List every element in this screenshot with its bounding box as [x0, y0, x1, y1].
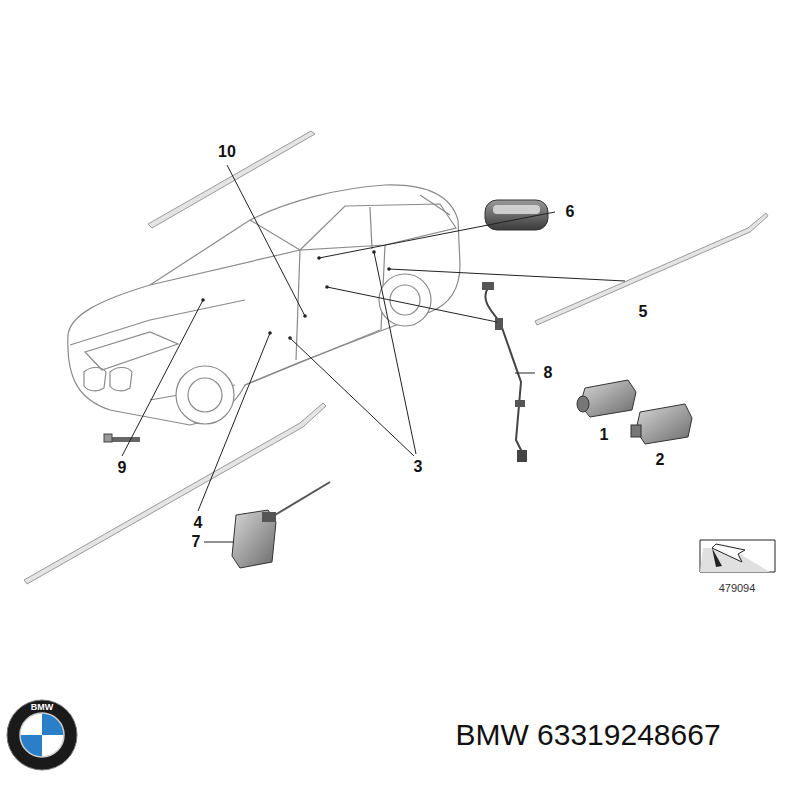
callout-number: 8: [544, 365, 553, 381]
view-arrow-icon: [700, 540, 775, 572]
cable-connector: [482, 282, 494, 290]
car-outline: [68, 185, 460, 425]
part-number: BMW 63319248667: [455, 720, 720, 750]
callout-number: 4: [194, 515, 203, 531]
brand-logo: [7, 700, 77, 770]
cable-plug: [517, 450, 527, 462]
callout-number: 2: [656, 452, 665, 468]
sensor: [631, 404, 692, 444]
small-clip: [104, 434, 140, 442]
cable-clip: [515, 400, 525, 407]
callout-number: 3: [414, 459, 423, 475]
logo-text: BMW: [31, 703, 54, 712]
sensor: [577, 380, 636, 417]
callout-number: 9: [118, 460, 127, 476]
cable-clip: [495, 318, 503, 330]
diagram-code: 479094: [719, 583, 756, 594]
door-handle-highlight: [493, 205, 540, 214]
door-module: [232, 482, 330, 568]
leader-line: [122, 165, 625, 542]
callout-number: 10: [218, 144, 236, 160]
callout-number: 1: [600, 427, 609, 443]
callout-number: 6: [566, 204, 575, 220]
callout-number: 7: [192, 534, 201, 550]
trim-strip: [24, 131, 768, 584]
callout-number: 5: [639, 304, 648, 320]
leader-dot: [201, 250, 391, 340]
antenna-cable: [485, 288, 522, 452]
